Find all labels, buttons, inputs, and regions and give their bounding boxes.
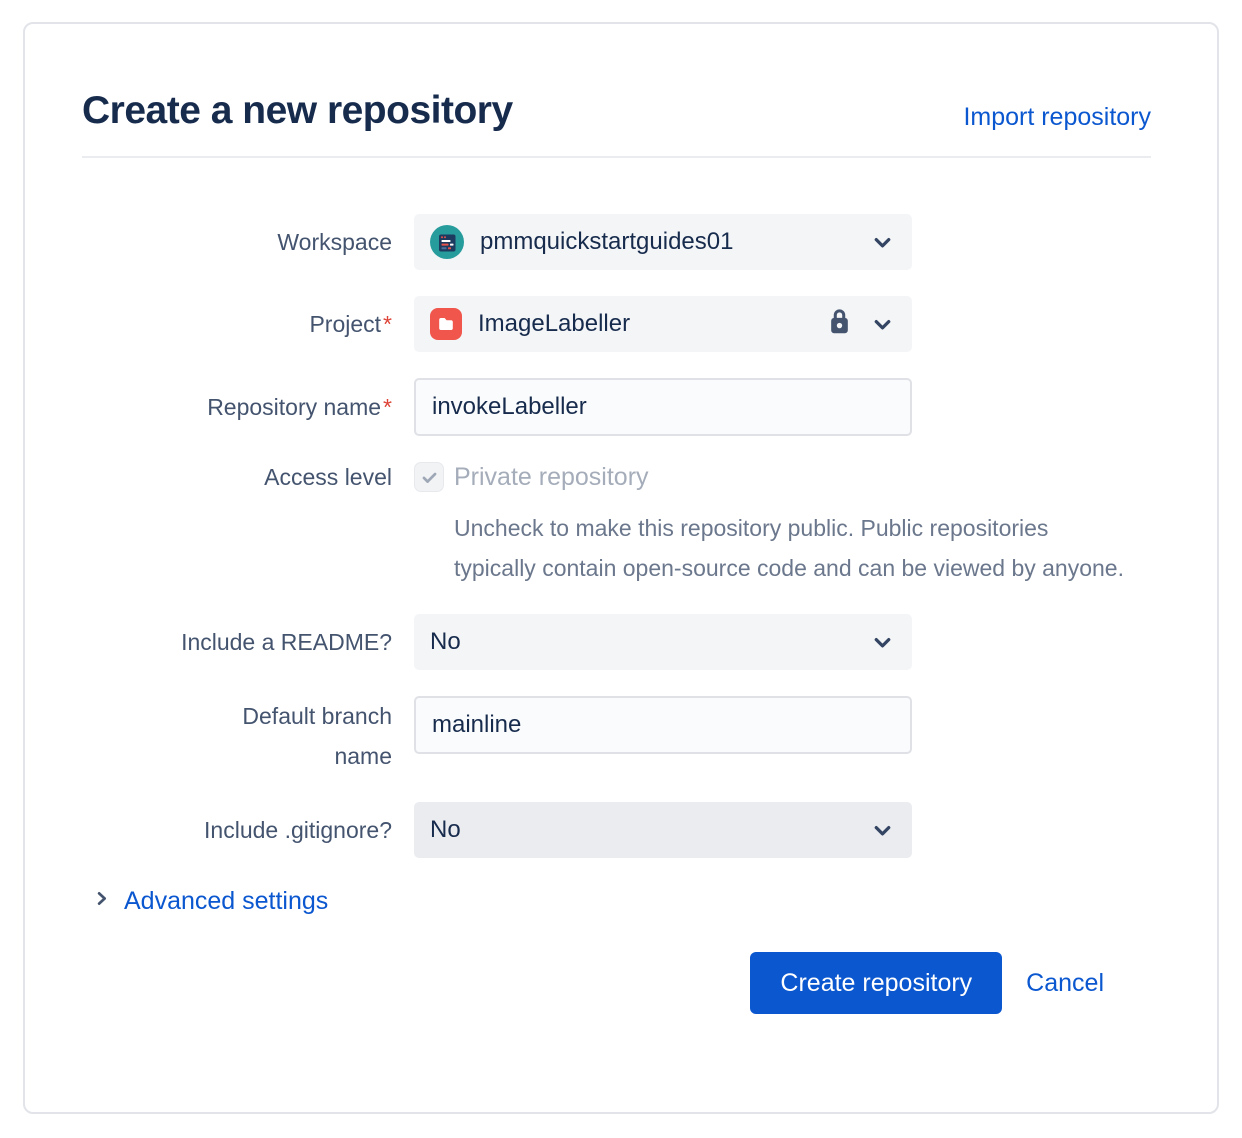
chevron-down-icon: [871, 819, 894, 842]
workspace-avatar-icon: [430, 225, 464, 259]
project-row: Project* ImageLabeller: [82, 296, 1151, 352]
page-title: Create a new repository: [82, 89, 513, 132]
include-readme-value: No: [430, 628, 461, 655]
workspace-label: Workspace: [82, 227, 392, 257]
project-label: Project*: [82, 309, 392, 339]
workspace-label-text: Workspace: [277, 229, 392, 255]
include-gitignore-value: No: [430, 816, 461, 843]
repository-name-label-text: Repository name: [207, 394, 382, 420]
workspace-select[interactable]: pmmquickstartguides01: [414, 214, 912, 270]
checkmark-icon: [422, 472, 436, 483]
lock-icon: [826, 306, 853, 342]
project-label-text: Project: [309, 311, 382, 337]
include-gitignore-label: Include .gitignore?: [82, 815, 392, 845]
project-value: ImageLabeller: [478, 310, 631, 337]
access-level-label-text: Access level: [264, 464, 392, 490]
create-repository-button[interactable]: Create repository: [750, 952, 1003, 1014]
create-repository-form: Workspace pmmquickstartguide: [82, 214, 1151, 918]
default-branch-label: Default branch name: [82, 696, 392, 776]
dialog-header: Create a new repository Import repositor…: [82, 88, 1151, 134]
required-asterisk: *: [383, 394, 392, 420]
include-gitignore-row: Include .gitignore? No: [82, 802, 1151, 858]
project-select-icons: [826, 306, 894, 342]
default-branch-input[interactable]: [414, 696, 912, 754]
include-readme-row: Include a README? No: [82, 614, 1151, 670]
private-repository-option: Private repository: [414, 462, 1151, 492]
include-readme-select[interactable]: No: [414, 614, 912, 670]
default-branch-label-text: Default branch name: [242, 703, 392, 769]
dialog-footer: Create repository Cancel: [82, 952, 1151, 1014]
advanced-settings-link[interactable]: Advanced settings: [124, 887, 329, 915]
project-select[interactable]: ImageLabeller: [414, 296, 912, 352]
import-repository-link[interactable]: Import repository: [963, 103, 1151, 131]
include-readme-label: Include a README?: [82, 627, 392, 657]
chevron-down-icon: [871, 631, 894, 654]
chevron-right-icon: [92, 889, 111, 913]
create-repository-dialog: Create a new repository Import repositor…: [23, 22, 1219, 1114]
default-branch-row: Default branch name: [82, 696, 1151, 776]
access-level-help-text: Uncheck to make this repository public. …: [454, 515, 1124, 581]
header-divider: [82, 156, 1151, 158]
repository-name-label: Repository name*: [82, 392, 392, 422]
required-asterisk: *: [383, 311, 392, 337]
access-level-label: Access level: [82, 462, 392, 492]
advanced-settings-toggle[interactable]: Advanced settings: [92, 884, 328, 918]
project-folder-icon: [430, 308, 462, 340]
chevron-down-icon: [871, 231, 894, 254]
chevron-down-icon: [871, 313, 894, 336]
private-repository-label: Private repository: [454, 462, 649, 491]
private-repository-checkbox[interactable]: [414, 462, 444, 492]
include-gitignore-select[interactable]: No: [414, 802, 912, 858]
include-readme-select-icons: [871, 631, 894, 654]
include-gitignore-label-text: Include .gitignore?: [204, 817, 392, 843]
workspace-select-icons: [871, 231, 894, 254]
workspace-value: pmmquickstartguides01: [480, 228, 734, 255]
cancel-button[interactable]: Cancel: [1026, 969, 1104, 997]
include-gitignore-select-icons: [871, 819, 894, 842]
repository-name-row: Repository name*: [82, 378, 1151, 436]
access-level-row: Access level Private repository Uncheck …: [82, 462, 1151, 588]
repository-name-input[interactable]: [414, 378, 912, 436]
include-readme-label-text: Include a README?: [181, 629, 392, 655]
workspace-row: Workspace pmmquickstartguide: [82, 214, 1151, 270]
access-level-control: Private repository Uncheck to make this …: [414, 462, 1151, 588]
